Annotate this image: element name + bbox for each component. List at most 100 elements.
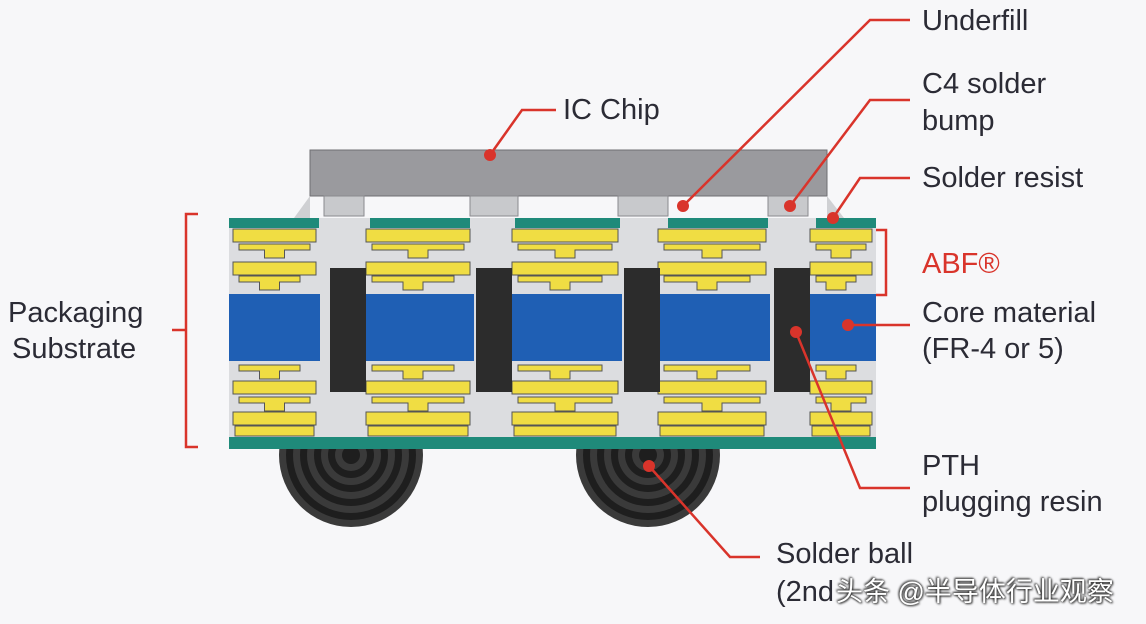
substrate-bracket-line: [184, 212, 198, 449]
core-material: [508, 294, 622, 361]
leader-dot: [784, 200, 796, 212]
abf-bottom-pad: [234, 425, 315, 437]
abf-copper-trace: [809, 261, 873, 276]
solder-ball-ring: [342, 446, 360, 464]
leader-dot: [842, 319, 854, 331]
solder-ball-ring: [639, 446, 657, 464]
abf-copper-trace: [232, 380, 317, 395]
top-solder-resist: [816, 218, 876, 228]
abf-copper-trace: [511, 228, 619, 243]
abf-via-pad: [815, 364, 857, 380]
c4-solder-bump-label-line1: C4 solder: [922, 68, 1047, 100]
solder-resist-leader: [827, 176, 910, 224]
abf-copper-trace: [232, 411, 317, 426]
top-solder-resist: [515, 218, 620, 228]
ic-chip: [309, 149, 828, 197]
abf-copper-trace: [511, 261, 619, 276]
abf-via-pad: [815, 396, 867, 412]
core-material: [229, 294, 320, 361]
leader-lines: [484, 18, 910, 559]
abf-copper-trace: [365, 380, 471, 395]
abf-copper-trace: [657, 228, 767, 243]
abf-bracket-line: [876, 228, 888, 297]
core-material-label-line2: (FR-4 or 5): [922, 333, 1064, 365]
ic-chip-label: IC Chip: [563, 94, 660, 126]
abf-copper-trace: [657, 380, 767, 395]
abf-via-pad: [371, 364, 455, 380]
abf-copper-trace: [809, 411, 873, 426]
abf-copper-trace: [657, 261, 767, 276]
abf-via-pad: [517, 396, 613, 412]
core-material: [362, 294, 474, 361]
leader-line: [682, 18, 910, 207]
abf-bottom-pad: [367, 425, 469, 437]
abf-via-pad: [517, 275, 603, 291]
abf-via-pad: [815, 275, 857, 291]
core-material-label-line1: Core material: [922, 297, 1097, 329]
c4-solder-bump: [323, 195, 365, 217]
solder-ball-label-line2: (2nd: [776, 576, 835, 608]
solder-ball-label-line1: Solder ball: [776, 538, 914, 570]
abf-via-pad: [663, 364, 751, 380]
abf-via-pad: [663, 396, 761, 412]
abf-copper-trace: [511, 411, 619, 426]
abf-copper-trace: [365, 411, 471, 426]
abf-via-pad: [663, 243, 761, 259]
leader-line: [488, 108, 556, 156]
ic-chip-leader: [484, 108, 556, 161]
abf-via-pad: [371, 275, 455, 291]
abf-via-pad: [238, 396, 311, 412]
abf-copper-trace: [365, 228, 471, 243]
underfill-fillet-left: [294, 196, 310, 218]
solder-resist-label: Solder resist: [922, 162, 1084, 194]
abf-via-pad: [238, 275, 301, 291]
abf-via-pad: [517, 364, 603, 380]
leader-dot: [677, 200, 689, 212]
abf-copper-trace: [511, 380, 619, 395]
top-solder-resist: [370, 218, 470, 228]
top-solder-resist: [229, 218, 319, 228]
abf-label: ABF®: [922, 248, 1000, 280]
leader-dot: [827, 212, 839, 224]
abf-via-pad: [371, 243, 465, 259]
ic-chip-group: [294, 149, 844, 218]
abf-bottom-pad: [659, 425, 765, 437]
core-material: [806, 294, 876, 361]
pth-plugging-resin: [476, 268, 512, 392]
leader-line: [794, 331, 910, 490]
top-solder-resist: [668, 218, 768, 228]
bottom-solder-resist: [229, 437, 876, 449]
abf-bottom-pad: [513, 425, 617, 437]
abf-copper-trace: [232, 261, 317, 276]
abf-copper-trace: [365, 261, 471, 276]
pth-label-line2: plugging resin: [922, 486, 1103, 518]
leader-line: [789, 98, 910, 207]
core-material-leader: [842, 319, 910, 331]
abf-via-pad: [238, 364, 301, 380]
solder-ball-leader: [643, 460, 760, 559]
leader-line: [648, 465, 760, 559]
abf-via-pad: [371, 396, 465, 412]
leader-dot: [643, 460, 655, 472]
packaging-substrate-bracket: [172, 212, 888, 449]
pth-leader: [790, 326, 910, 490]
watermark: 头条 @半导体行业观察: [836, 577, 1114, 607]
core-material: [654, 294, 770, 361]
c4-bump-leader: [784, 98, 910, 212]
leader-line: [831, 176, 910, 219]
abf-via-pad: [238, 243, 311, 259]
abf-via-pad: [663, 275, 751, 291]
packaging-substrate-body: [229, 218, 876, 449]
abf-via-pad: [517, 243, 613, 259]
pth-plugging-resin: [624, 268, 660, 392]
abf-copper-trace: [809, 228, 873, 243]
abf-copper-trace: [232, 228, 317, 243]
abf-via-pad: [815, 243, 867, 259]
abf-copper-trace: [657, 411, 767, 426]
underfill-leader: [677, 18, 910, 212]
packaging-substrate-label-line1: Packaging: [8, 297, 144, 329]
underfill-label: Underfill: [922, 5, 1029, 37]
abf-bottom-pad: [811, 425, 871, 437]
pth-plugging-resin: [330, 268, 366, 392]
